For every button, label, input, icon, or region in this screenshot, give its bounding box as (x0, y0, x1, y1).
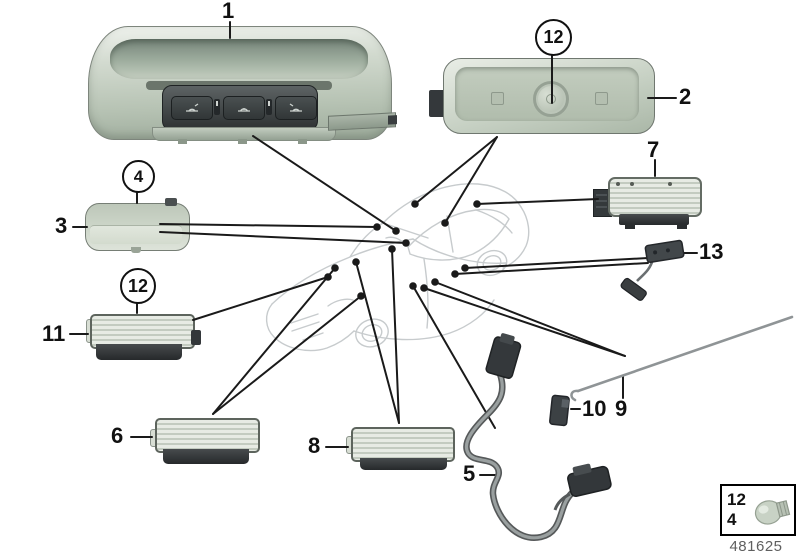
part-8-base (360, 458, 447, 470)
part-8-lens (351, 427, 455, 462)
car-sketch (265, 183, 530, 352)
lamp-icon (289, 103, 302, 112)
callout-label-9[interactable]: 9 (615, 396, 628, 421)
part-6-base (163, 449, 249, 464)
callout-label-5[interactable]: 5 (463, 461, 476, 486)
part-7-courtesy-light (593, 175, 705, 231)
lamp-icon (186, 103, 199, 112)
part-3-lens (90, 225, 182, 244)
part-2-lens (533, 81, 569, 117)
part-11-base (96, 344, 182, 360)
part-11-footwell-light (86, 313, 201, 363)
legend-label-4: 4 (727, 510, 737, 529)
callout-label-1[interactable]: 1 (222, 0, 235, 23)
callout-label-8[interactable]: 8 (308, 433, 321, 458)
callout-label-11[interactable]: 11 (42, 321, 66, 346)
part-13-module (620, 239, 685, 301)
part-1-overhead-console-light (88, 26, 396, 146)
part-7-lens (608, 177, 702, 217)
part-1-switch-panel (162, 85, 318, 131)
callout-label-3[interactable]: 3 (55, 213, 68, 238)
part-9-rod (570, 315, 794, 402)
callout-label-10[interactable]: 10 (582, 396, 607, 421)
part-6-lens (155, 418, 260, 453)
part-8-lamp (346, 426, 457, 470)
part-number: 481625 (729, 538, 783, 555)
legend-bulb-box[interactable]: 12 4 (720, 484, 796, 536)
interior-light-button-center (223, 96, 265, 120)
leader-lines (159, 135, 649, 429)
part-2-connector (429, 90, 445, 117)
part-1-lens-recess (110, 39, 368, 79)
part-2-interior-reading-light (429, 58, 655, 134)
callout-label-13[interactable]: 13 (699, 239, 724, 264)
dome-light-icon (238, 108, 250, 112)
part-5-wiring-harness (463, 333, 612, 542)
anchor-dots (324, 200, 481, 300)
callout-label-2[interactable]: 2 (679, 84, 692, 109)
harness-connector-top (485, 333, 522, 379)
callout-label-6[interactable]: 6 (111, 423, 124, 448)
callout-circle-12-left[interactable]: 12 (120, 268, 156, 304)
part-7-base (619, 214, 689, 225)
part-10-clip (549, 394, 570, 427)
reading-light-button-right (275, 96, 317, 120)
callout-label-7[interactable]: 7 (647, 137, 660, 162)
reading-light-button-left (171, 96, 213, 120)
legend-label-12: 12 (727, 490, 746, 510)
callout-circle-4[interactable]: 4 (122, 160, 155, 193)
part-6-lamp (150, 417, 263, 467)
part-3-reading-light (85, 198, 191, 255)
bulb-icon (754, 500, 791, 525)
callout-circle-12-top[interactable]: 12 (535, 19, 572, 56)
harness-connector-bottom (567, 463, 612, 497)
